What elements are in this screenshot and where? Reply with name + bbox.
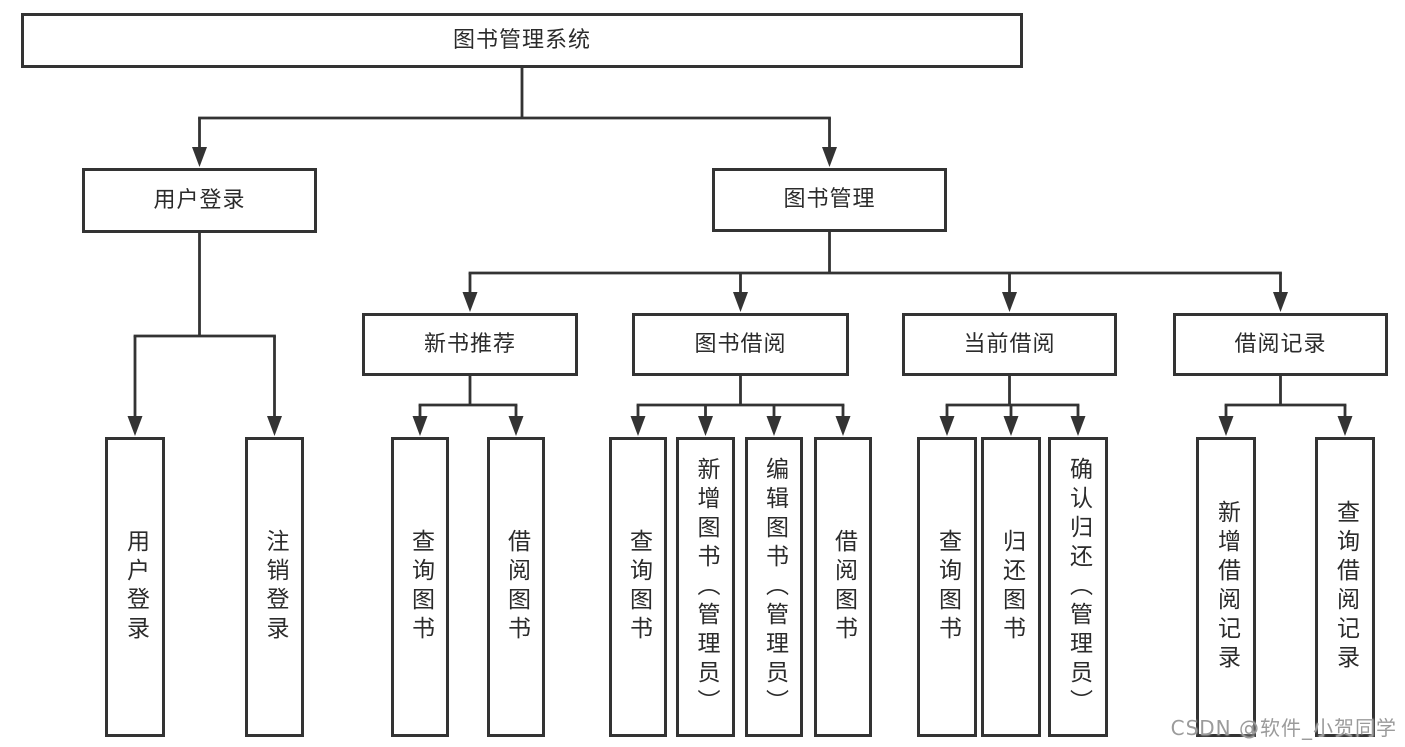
node-leaf-borrow-books-1: 借阅图书: [487, 437, 545, 737]
node-leaf-add-borrow-record: 新增借阅记录: [1196, 437, 1256, 737]
node-book-borrowing: 图书借阅: [632, 313, 849, 376]
arrowhead-icon: [1003, 416, 1019, 436]
node-leaf-return-books: 归还图书: [981, 437, 1041, 737]
node-label-new-book-recommend: 新书推荐: [423, 331, 516, 357]
arrowhead-icon: [508, 416, 524, 436]
node-label-leaf-logout: 注销登录: [262, 529, 288, 645]
arrowhead-icon: [1002, 292, 1017, 312]
arrowhead-icon: [192, 147, 207, 167]
node-leaf-add-books: 新增图书（管理员）: [676, 437, 735, 737]
arrowhead-icon: [835, 416, 851, 436]
node-user-login: 用户登录: [82, 168, 317, 233]
node-label-book-management: 图书管理: [783, 187, 876, 212]
node-label-leaf-borrow-books-1: 借阅图书: [503, 529, 530, 645]
arrowhead-icon: [1337, 416, 1353, 436]
node-label-leaf-add-borrow-record: 新增借阅记录: [1213, 500, 1240, 674]
node-label-leaf-return-books: 归还图书: [998, 529, 1025, 645]
node-book-management: 图书管理: [712, 168, 947, 232]
node-label-system: 图书管理系统: [452, 27, 591, 53]
arrowhead-icon: [822, 147, 837, 167]
node-label-leaf-edit-books: 编辑图书（管理员）: [761, 456, 788, 718]
node-leaf-query-books-2: 查询图书: [609, 437, 667, 737]
node-label-leaf-user-login: 用户登录: [122, 529, 149, 645]
node-label-book-borrowing: 图书借阅: [694, 331, 787, 357]
node-leaf-borrow-books-2: 借阅图书: [814, 437, 872, 737]
arrowhead-icon: [127, 416, 143, 436]
arrowhead-icon: [698, 416, 713, 436]
arrowhead-icon: [1218, 416, 1234, 436]
node-label-leaf-query-books-3: 查询图书: [934, 529, 961, 645]
node-label-leaf-query-books-1: 查询图书: [407, 529, 434, 645]
arrowhead-icon: [630, 416, 646, 436]
arrowhead-icon: [939, 416, 955, 436]
node-label-leaf-borrow-books-2: 借阅图书: [830, 529, 857, 645]
node-label-leaf-confirm-return: 确认归还（管理员）: [1065, 456, 1092, 718]
arrowhead-icon: [733, 292, 748, 312]
node-leaf-query-books-1: 查询图书: [391, 437, 449, 737]
node-current-borrowing: 当前借阅: [902, 313, 1117, 376]
node-label-borrowing-records: 借阅记录: [1234, 331, 1327, 357]
arrowhead-icon: [267, 416, 282, 436]
node-label-leaf-query-books-2: 查询图书: [625, 529, 652, 645]
node-label-leaf-add-books: 新增图书（管理员）: [693, 456, 719, 718]
node-label-leaf-query-borrow-record: 查询借阅记录: [1332, 500, 1359, 674]
arrowhead-icon: [462, 292, 478, 312]
arrowhead-icon: [412, 416, 428, 436]
node-leaf-confirm-return: 确认归还（管理员）: [1048, 437, 1108, 737]
node-new-book-recommend: 新书推荐: [362, 313, 578, 376]
arrowhead-icon: [1273, 292, 1288, 312]
node-leaf-query-borrow-record: 查询借阅记录: [1315, 437, 1375, 737]
arrowhead-icon: [766, 416, 782, 436]
node-borrowing-records: 借阅记录: [1173, 313, 1388, 376]
node-leaf-user-login: 用户登录: [105, 437, 165, 737]
node-label-current-borrowing: 当前借阅: [963, 331, 1056, 357]
node-leaf-logout: 注销登录: [245, 437, 304, 737]
node-label-user-login: 用户登录: [153, 187, 246, 213]
node-leaf-edit-books: 编辑图书（管理员）: [745, 437, 803, 737]
arrowhead-icon: [1070, 416, 1086, 436]
node-leaf-query-books-3: 查询图书: [917, 437, 977, 737]
node-system: 图书管理系统: [21, 13, 1023, 68]
